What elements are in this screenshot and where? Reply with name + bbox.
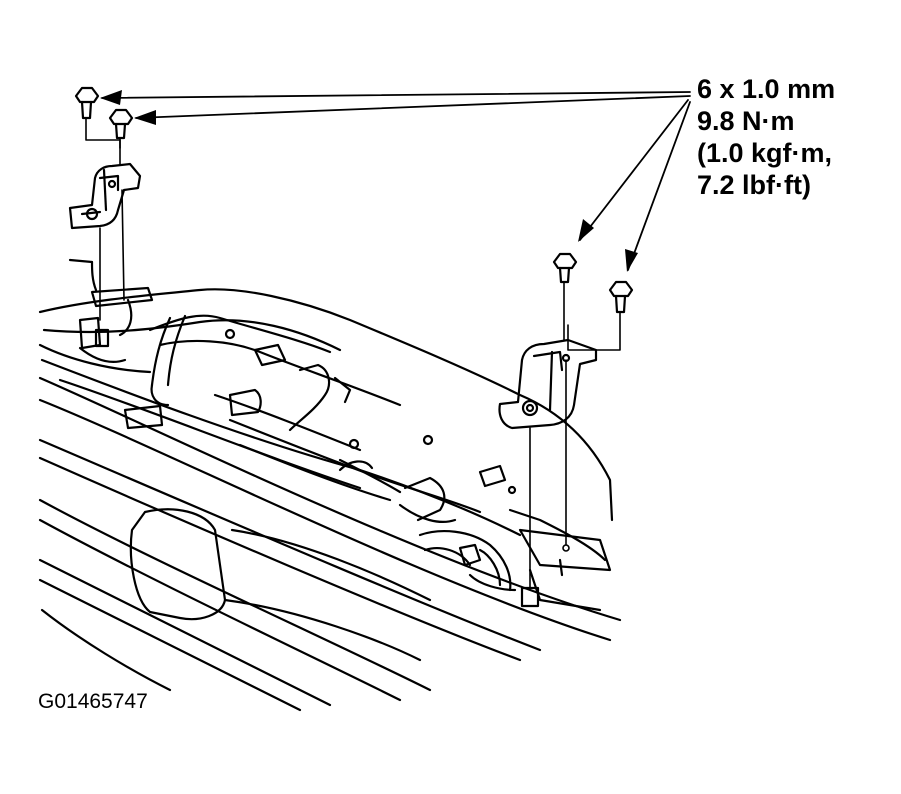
bolt-right-2: [610, 282, 632, 312]
bolt-spec-line-1: 6 x 1.0 mm: [697, 74, 836, 104]
callout-leaders: [102, 92, 690, 270]
lamp-housing: [131, 509, 430, 660]
arrowheads: [100, 90, 638, 272]
right-bracket: [500, 340, 597, 428]
bolt-spec-line-3: (1.0 kgf·m,: [697, 138, 833, 168]
left-bracket: [70, 164, 140, 228]
bolt-right-1: [554, 254, 576, 282]
bolt-left-1: [76, 88, 98, 118]
alignment-lines: [86, 118, 620, 590]
locating-pins: [96, 330, 538, 606]
bolt-spec-line-4: 7.2 lbf·ft): [697, 170, 811, 200]
grille-bars: [40, 378, 620, 710]
bolt-left-2: [110, 110, 132, 138]
figure-id: G01465747: [38, 690, 148, 713]
radiator-support: [40, 260, 612, 610]
bolt-spec-line-2: 9.8 N·m: [697, 106, 795, 136]
